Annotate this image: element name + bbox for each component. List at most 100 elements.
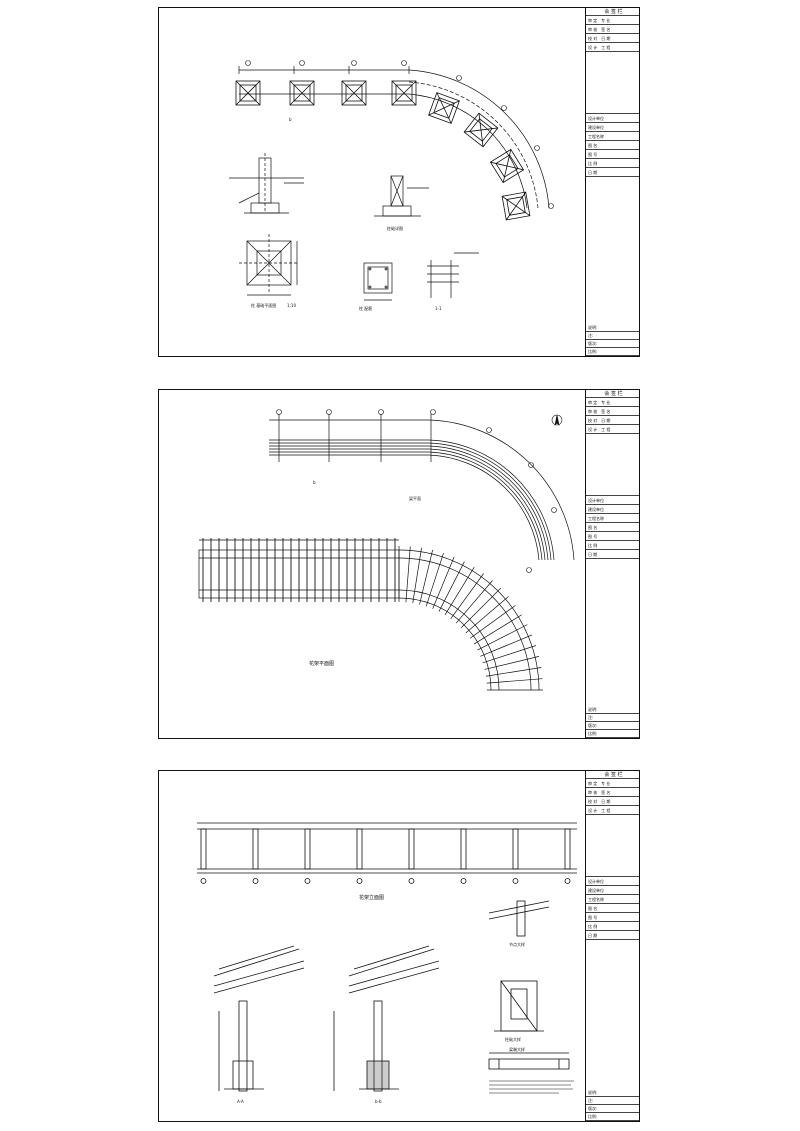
curved-slat bbox=[425, 552, 444, 607]
curved-slat bbox=[460, 587, 502, 629]
detail-caption-3: 柱础详图 bbox=[387, 225, 403, 231]
curved-slat bbox=[485, 667, 542, 677]
title-row: 设计单位 bbox=[586, 114, 639, 123]
title-row: 比 例 bbox=[586, 922, 639, 931]
axis-bubble bbox=[460, 878, 467, 884]
plan-label: b bbox=[289, 117, 292, 122]
sign-row: 审 定 专 业 bbox=[586, 779, 639, 788]
sign-row: 校 对 日 期 bbox=[586, 797, 639, 806]
section-b-caption: b-b bbox=[375, 1099, 382, 1104]
curved-slat bbox=[465, 596, 509, 634]
detail-1-caption: 节点大样 bbox=[509, 941, 525, 947]
title-row: 建设单位 bbox=[586, 505, 639, 514]
notes-area bbox=[586, 434, 639, 496]
sign-row: 审 定 专 业 bbox=[586, 398, 639, 407]
curved-slat bbox=[450, 573, 484, 620]
base-detail bbox=[494, 980, 544, 1032]
lower-label: 花架平面图 bbox=[309, 660, 334, 667]
detail-caption-4: 1-1 bbox=[435, 306, 442, 311]
detail-2-caption: 柱础大样 bbox=[505, 1036, 521, 1042]
detail-3-caption: 梁端大样 bbox=[509, 1046, 525, 1052]
title-block-header: 会 签 栏 bbox=[586, 390, 639, 398]
title-row: 工程名称 bbox=[586, 132, 639, 141]
title-row: 图 号 bbox=[586, 913, 639, 922]
beam-end-detail bbox=[488, 1052, 570, 1070]
title-row: 日 期 bbox=[586, 550, 639, 559]
elevation-post bbox=[408, 828, 415, 870]
title-row: 图 名 bbox=[586, 141, 639, 150]
axis-bubble bbox=[200, 878, 207, 884]
sign-row: 审 核 签 名 bbox=[586, 407, 639, 416]
axis-bubbles bbox=[276, 409, 557, 573]
axis-bubble bbox=[252, 878, 259, 884]
detail-caption-2: 柱 配筋 bbox=[359, 305, 372, 311]
north-arrow-icon bbox=[551, 414, 563, 426]
elevation-post bbox=[460, 828, 467, 870]
sign-row: 审 核 签 名 bbox=[586, 788, 639, 797]
curved-slat bbox=[482, 645, 537, 664]
sign-row: 设 计 工 程 bbox=[586, 806, 639, 815]
title-row: 工程名称 bbox=[586, 514, 639, 523]
elevation-post bbox=[512, 828, 519, 870]
curved-slat bbox=[480, 634, 533, 657]
curved-slat bbox=[432, 556, 455, 609]
sign-row: 审 定 专 业 bbox=[586, 16, 639, 25]
pergola-plan-curved bbox=[398, 546, 543, 691]
section-a-detail bbox=[213, 945, 305, 1092]
curved-slat bbox=[469, 605, 516, 639]
axis-bubble bbox=[564, 878, 571, 884]
footing-plan bbox=[235, 80, 417, 106]
elevation-post bbox=[304, 828, 311, 870]
curved-slat bbox=[455, 580, 493, 624]
axis-bubble bbox=[304, 878, 311, 884]
arc-label: 梁平面 bbox=[409, 495, 421, 501]
sign-row: 校 对 日 期 bbox=[586, 416, 639, 425]
title-row: 建设单位 bbox=[586, 123, 639, 132]
notes-text-lines bbox=[489, 1080, 574, 1094]
title-block-footer: 说明: 注: 版次: 比例: bbox=[586, 1089, 639, 1121]
beam-plan bbox=[269, 414, 575, 561]
title-row: 图 号 bbox=[586, 532, 639, 541]
curved-slat bbox=[484, 656, 540, 670]
sign-row: 校 对 日 期 bbox=[586, 34, 639, 43]
curved-slat bbox=[486, 678, 543, 684]
sign-row: 审 核 签 名 bbox=[586, 25, 639, 34]
elevation-post bbox=[356, 828, 363, 870]
elevation-post bbox=[252, 828, 259, 870]
scale-label: 1:10 bbox=[287, 303, 296, 308]
footing-plan-detail bbox=[239, 234, 299, 296]
title-row: 设计单位 bbox=[586, 877, 639, 886]
sheet-2-drawing: 梁平面 b 花架平面图 bbox=[198, 409, 575, 691]
arc-guide-outer bbox=[408, 69, 550, 209]
title-block: 会 签 栏 审 定 专 业 审 核 签 名 校 对 日 期 设 计 工 程 设计… bbox=[585, 771, 639, 1121]
axis-bubbles bbox=[245, 60, 554, 209]
pergola-elevation bbox=[197, 822, 577, 874]
title-row: 图 名 bbox=[586, 904, 639, 913]
elevation-post bbox=[200, 828, 207, 870]
title-block-header: 会 签 栏 bbox=[586, 771, 639, 779]
column-rebar-detail bbox=[363, 262, 393, 301]
title-block: 会 签 栏 审 定 专 业 审 核 签 名 校 对 日 期 设 计 工 程 设计… bbox=[585, 8, 639, 356]
footing-plan-arc bbox=[428, 92, 531, 221]
curved-slat bbox=[438, 561, 465, 612]
section-a-caption: A-A bbox=[237, 1099, 244, 1104]
sign-row: 设 计 工 程 bbox=[586, 425, 639, 434]
axis-bubble bbox=[408, 878, 415, 884]
footing-section-detail bbox=[229, 153, 304, 214]
drawing-sheet-1: 柱础详图 柱 基础平面图 1:10 柱 配筋 1-1 b 会 签 bbox=[158, 7, 640, 357]
notes-area bbox=[586, 815, 639, 877]
drawing-sheet-3: 花架立面图 A-A b-b 节点大样 bbox=[158, 770, 640, 1122]
title-row: 工程名称 bbox=[586, 895, 639, 904]
section-b-detail bbox=[333, 945, 440, 1092]
curved-slat bbox=[444, 567, 475, 616]
section-1-1-detail bbox=[427, 252, 479, 298]
elevation-caption: 花架立面图 bbox=[359, 894, 384, 901]
title-row: 设计单位 bbox=[586, 496, 639, 505]
curved-slat bbox=[412, 547, 422, 604]
curved-slat bbox=[477, 624, 528, 651]
elevation-posts bbox=[200, 828, 571, 884]
sign-row: 设 计 工 程 bbox=[586, 43, 639, 52]
title-row: 日 期 bbox=[586, 168, 639, 177]
column-base-detail bbox=[374, 175, 429, 217]
sheet-3-drawing: 花架立面图 A-A b-b 节点大样 bbox=[197, 822, 577, 1104]
